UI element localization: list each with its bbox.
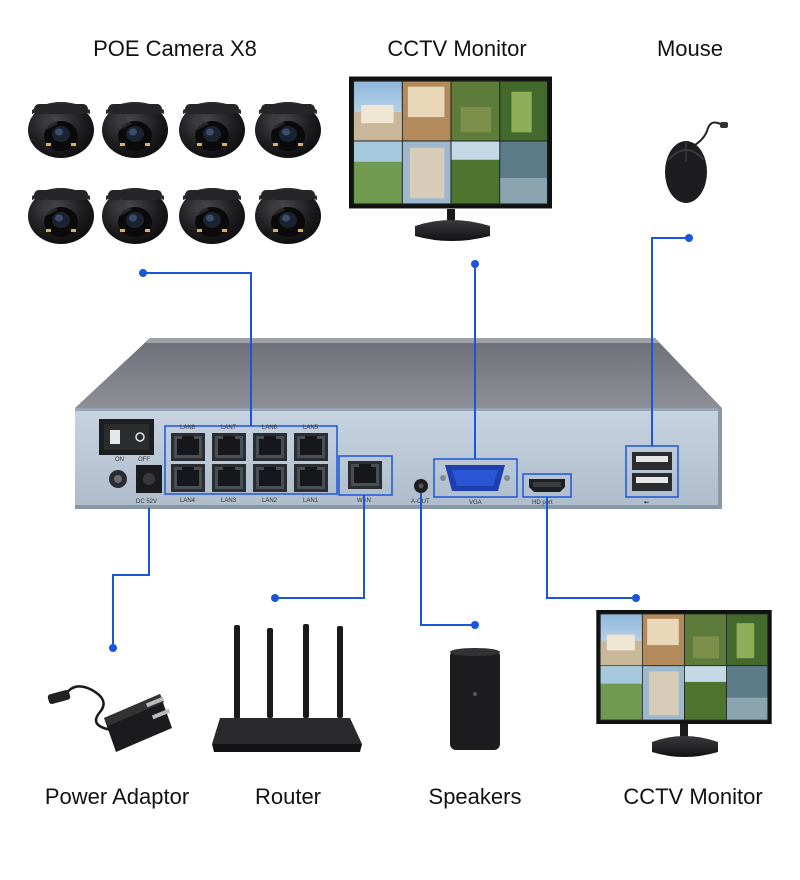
- cctv-monitor-top-icon: [349, 76, 552, 241]
- lan-port[interactable]: [294, 464, 328, 492]
- router-connector: [275, 495, 365, 599]
- wan-port[interactable]: [348, 461, 382, 489]
- hdmi-connector: [546, 497, 636, 599]
- poe-camera-icon: [255, 102, 321, 158]
- speaker-icon: [450, 648, 500, 750]
- mouse-icon: [665, 121, 728, 203]
- connector-dots: [109, 234, 693, 652]
- lan-port[interactable]: [171, 464, 205, 492]
- poe-camera-icon: [255, 188, 321, 244]
- dc-port-label: DC 52V: [136, 499, 157, 505]
- nvr-recorder: ON OFF DC 52V LAN8 LAN7 LAN6 LAN5 LAN4 L…: [75, 338, 722, 509]
- switch-off-label: OFF: [138, 457, 150, 463]
- lan7-label: LAN7: [221, 425, 237, 431]
- poe-cameras: [28, 102, 321, 244]
- cctv-monitor-bottom-icon: [596, 610, 772, 757]
- poe-camera-label: POE Camera X8: [93, 36, 257, 61]
- lan-port[interactable]: [253, 464, 287, 492]
- lan-port[interactable]: [171, 433, 205, 461]
- wan-port-highlight: [338, 455, 393, 496]
- router-label: Router: [254, 784, 322, 809]
- power-connector: [112, 508, 150, 648]
- cctv-monitor-bottom-label: CCTV Monitor: [623, 784, 763, 809]
- vga-label: VGA: [469, 500, 482, 506]
- camera-connector: [143, 272, 252, 426]
- lan-port[interactable]: [253, 433, 287, 461]
- speaker-connector: [420, 493, 475, 626]
- speakers-label: Speakers: [428, 784, 522, 809]
- power-switch[interactable]: [99, 419, 154, 455]
- poe-camera-icon: [28, 188, 94, 244]
- lan-port[interactable]: [212, 464, 246, 492]
- poe-camera-icon: [102, 102, 168, 158]
- lan-port[interactable]: [212, 433, 246, 461]
- lan1-label: LAN1: [303, 498, 319, 504]
- switch-on-label: ON: [115, 457, 124, 463]
- connector-lines: [112, 237, 689, 648]
- poe-camera-icon: [179, 188, 245, 244]
- lan-port[interactable]: [294, 433, 328, 461]
- usb-ports[interactable]: [632, 452, 672, 491]
- mouse-connector: [651, 237, 689, 446]
- lan3-label: LAN3: [221, 498, 237, 504]
- lan4-label: LAN4: [180, 498, 196, 504]
- power-adaptor-icon: [47, 685, 172, 752]
- poe-camera-icon: [179, 102, 245, 158]
- hdmi-label: HD port: [532, 500, 553, 506]
- lan5-label: LAN5: [303, 425, 319, 431]
- power-adaptor-label: Power Adaptor: [44, 784, 190, 809]
- usb-symbol-icon: ⭠: [644, 500, 649, 506]
- lan6-label: LAN6: [262, 425, 278, 431]
- poe-camera-icon: [28, 102, 94, 158]
- lan2-label: LAN2: [262, 498, 278, 504]
- router-icon: [212, 624, 362, 752]
- lan8-label: LAN8: [180, 425, 196, 431]
- vga-port[interactable]: [440, 465, 510, 491]
- poe-camera-icon: [102, 188, 168, 244]
- mouse-label: Mouse: [656, 36, 724, 61]
- cctv-monitor-top-label: CCTV Monitor: [387, 36, 527, 61]
